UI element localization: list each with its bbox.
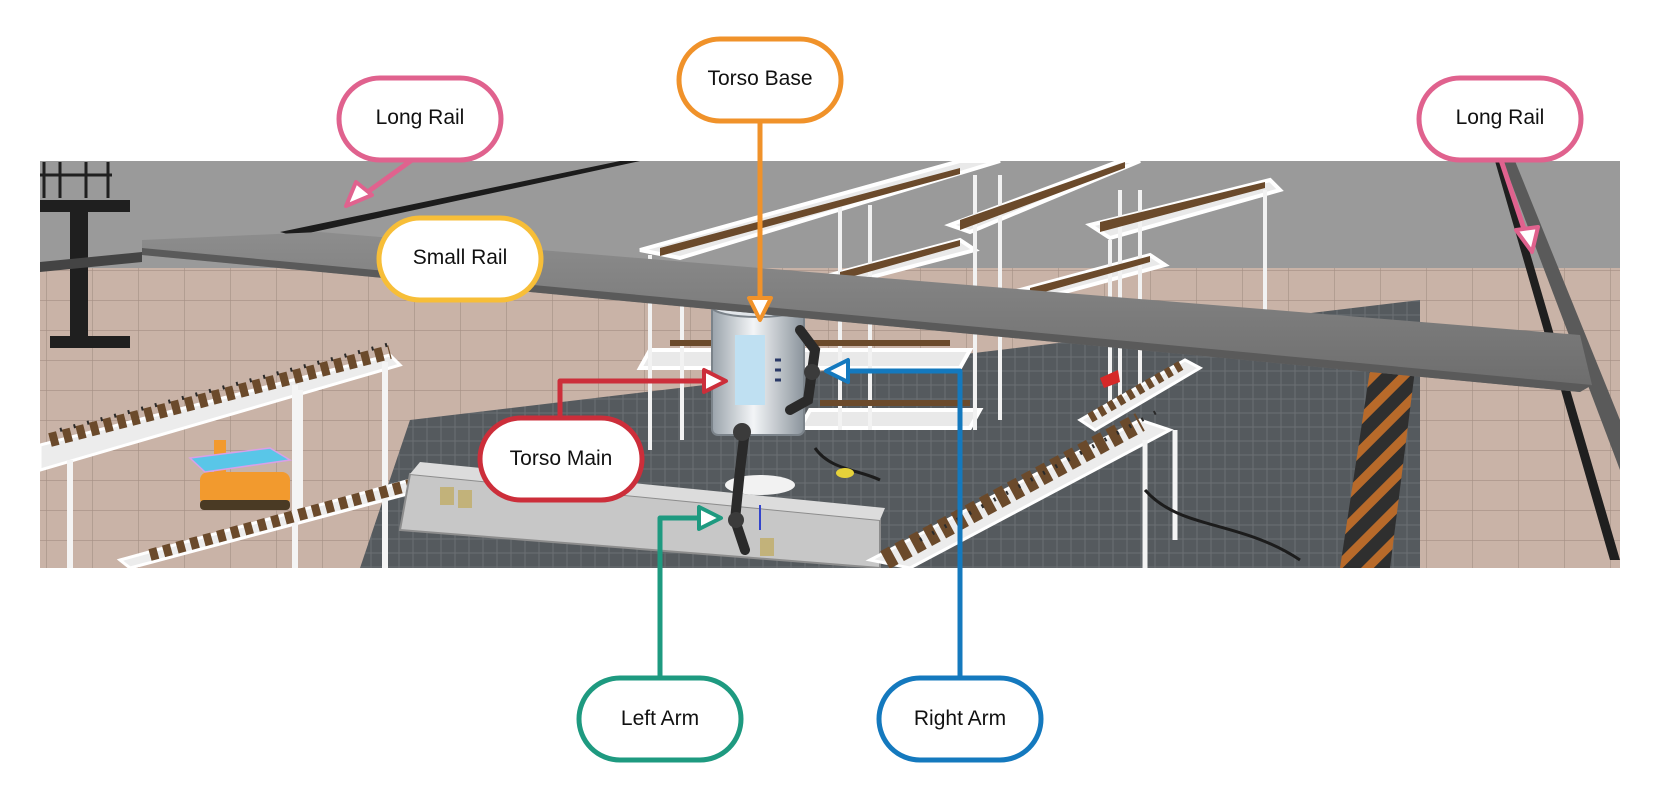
callout-label: Long Rail <box>1456 106 1545 129</box>
simulation-scene <box>40 161 1620 568</box>
callout-label: Torso Base <box>707 67 812 90</box>
callout-label: Left Arm <box>621 707 699 730</box>
callout-label: Small Rail <box>413 246 508 269</box>
callout-label: Long Rail <box>376 106 465 129</box>
callout-torso-main: Torso Main <box>480 418 642 500</box>
callout-label: Torso Main <box>510 447 613 470</box>
callout-small-rail: Small Rail <box>379 218 541 300</box>
callout-left-arm: Left Arm <box>579 678 741 760</box>
callout-long-rail-left: Long Rail <box>339 78 501 160</box>
callout-right-arm: Right Arm <box>879 678 1041 760</box>
callout-long-rail-right: Long Rail <box>1419 78 1581 160</box>
callout-torso-base: Torso Base <box>679 39 841 121</box>
callout-label: Right Arm <box>914 707 1006 730</box>
